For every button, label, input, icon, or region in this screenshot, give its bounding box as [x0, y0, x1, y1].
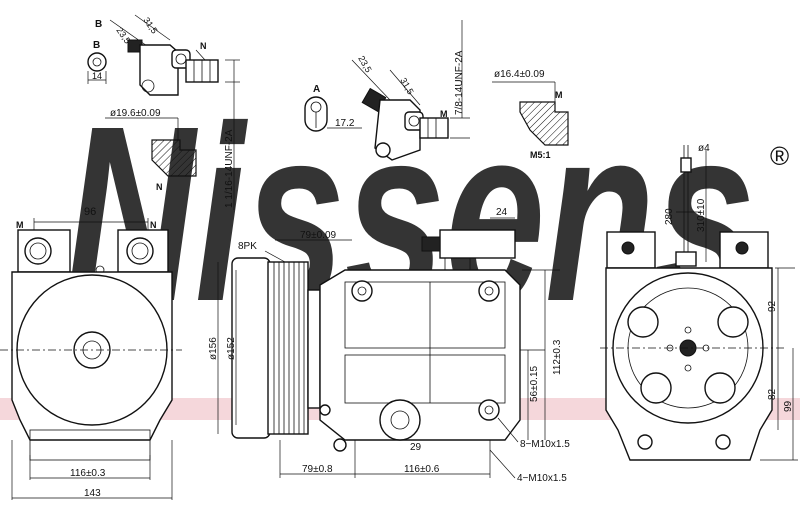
pulley-disc	[231, 257, 271, 439]
dim-92: 92	[767, 300, 778, 312]
dim-29: 29	[410, 442, 422, 453]
pulley-grooves	[267, 261, 309, 435]
thread-4-m10: 4−M10x1.5	[517, 473, 567, 484]
dim-156: ø156	[208, 337, 219, 360]
dim-280: 280	[664, 208, 675, 225]
dim-23-5-a: 23,5	[356, 54, 373, 74]
dim-99: 99	[783, 400, 794, 412]
dim-310: 310±10	[696, 198, 707, 232]
dim-16-4: ø16.4±0.09	[494, 69, 545, 80]
label-m-bottom: M	[555, 90, 563, 100]
fitting-b-body	[139, 44, 179, 96]
thread-8-m10: 8−M10x1.5	[520, 439, 570, 450]
dim-14: 14	[92, 71, 102, 81]
dim-56: 56±0.15	[529, 365, 540, 402]
label-b-top: B	[95, 19, 102, 30]
scale-label: M5:1	[530, 150, 551, 160]
dim-31-5-b: 31,5	[141, 15, 159, 35]
bottom-boss	[379, 399, 421, 441]
dim-82: 82	[767, 388, 778, 400]
fitting-a-thread-stub	[419, 117, 449, 139]
registered-mark: ®	[770, 141, 789, 171]
dim-116-side: 116±0.6	[404, 464, 440, 475]
dim-96: 96	[84, 206, 96, 218]
fitting-a-detail: A 17.2 23,5 31,5 M 7/8-14UNF-2A ø16.4±0.…	[304, 20, 569, 161]
label-n-left: N	[150, 220, 157, 230]
side-view: 8PK 79±0.09 ø156 ø152	[208, 207, 570, 484]
fitting-a-section	[519, 101, 569, 146]
thread-b: 1 1/16-14UNF-2A	[224, 129, 235, 208]
fitting-b-section	[151, 139, 197, 177]
dim-4: ø4	[698, 143, 710, 154]
left-front-view: 96 N M 116±0.3 143	[0, 206, 182, 500]
dim-19-6: ø19.6±0.09	[110, 108, 161, 119]
dim-152: ø152	[226, 337, 237, 360]
label-n-top: N	[200, 41, 207, 51]
dim-79-top: 79±0.09	[300, 230, 337, 241]
label-m-top: M	[440, 109, 448, 119]
label-m-left: M	[16, 220, 24, 230]
pulley-label: 8PK	[238, 241, 257, 252]
dim-79-bottom: 79±0.8	[302, 464, 333, 475]
thread-a: 7/8-14UNF-2A	[454, 50, 465, 115]
label-a: A	[313, 84, 320, 95]
right-rear-view: ø4 280 310±10 92 82	[600, 143, 798, 461]
port-b-face	[87, 52, 107, 72]
label-n-bottom: N	[156, 182, 163, 192]
dim-116-left: 116±0.3	[70, 468, 106, 479]
port-b-hole	[92, 57, 102, 67]
dim-24: 24	[496, 207, 508, 218]
label-b: B	[93, 40, 100, 51]
dim-17-2: 17.2	[335, 118, 355, 129]
dim-143: 143	[84, 488, 101, 499]
electrical-connector	[439, 229, 516, 259]
dim-112: 112±0.3	[552, 339, 563, 375]
